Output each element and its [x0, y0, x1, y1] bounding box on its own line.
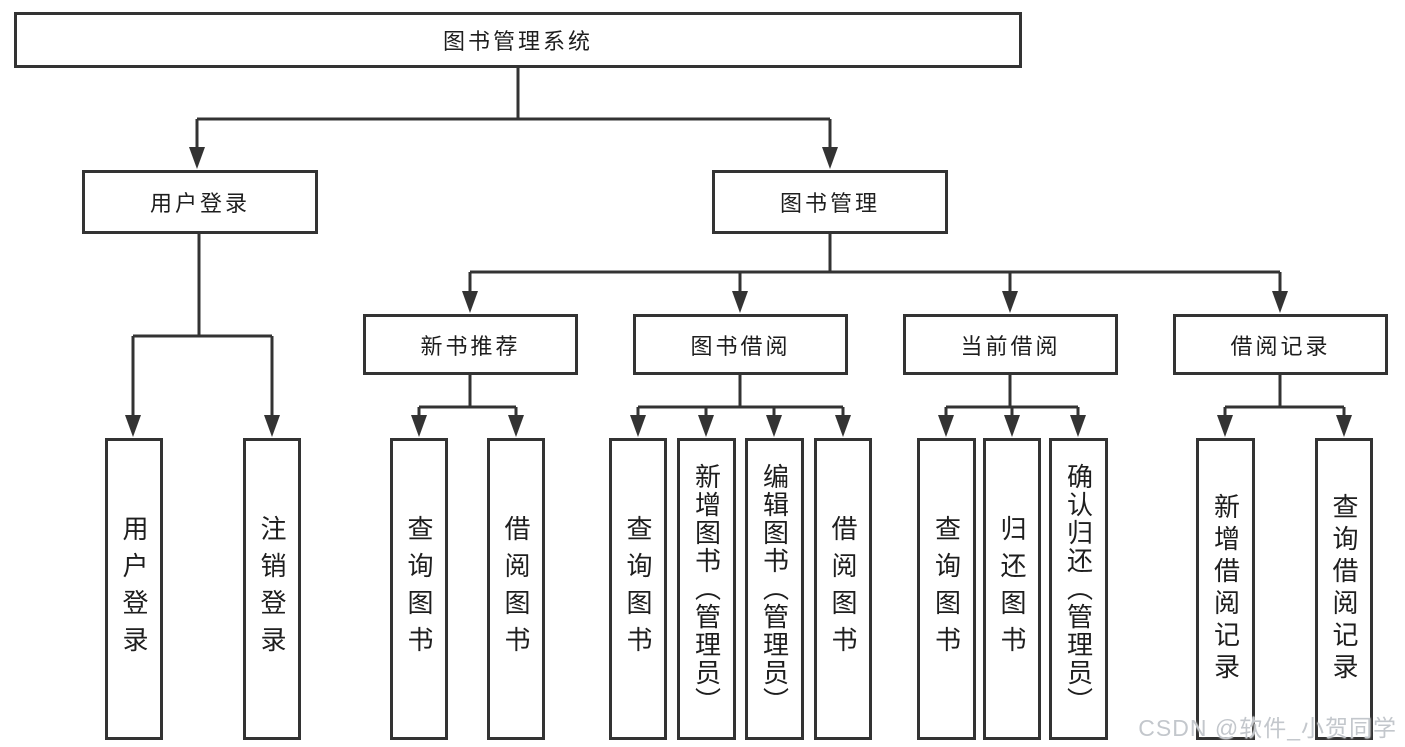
leaf-add-books-admin: 新增图书（管理员） — [677, 438, 736, 740]
leaf-query-borrow-record-label: 查询借阅记录 — [1329, 493, 1359, 685]
leaf-return-books: 归还图书 — [983, 438, 1041, 740]
leaf-confirm-return-admin-label: 确认归还（管理员） — [1063, 463, 1094, 715]
node-new-book-recommend-label: 新书推荐 — [420, 333, 521, 359]
leaf-edit-books-admin: 编辑图书（管理员） — [745, 438, 804, 740]
leaf-recommend-query-books-label: 查询图书 — [404, 515, 434, 663]
leaf-recommend-query-books: 查询图书 — [390, 438, 448, 740]
node-book-borrow: 图书借阅 — [633, 314, 848, 375]
node-book-management: 图书管理 — [712, 170, 948, 234]
leaf-add-borrow-record: 新增借阅记录 — [1196, 438, 1255, 740]
leaf-borrow-books: 借阅图书 — [814, 438, 872, 740]
leaf-borrow-books-label: 借阅图书 — [828, 515, 858, 663]
leaf-logout: 注销登录 — [243, 438, 301, 740]
leaf-logout-label: 注销登录 — [257, 515, 287, 663]
leaf-recommend-borrow-books-label: 借阅图书 — [501, 515, 531, 663]
node-root-label: 图书管理系统 — [442, 29, 593, 54]
leaf-return-books-label: 归还图书 — [997, 515, 1027, 663]
leaf-current-query-books-label: 查询图书 — [931, 515, 962, 663]
leaf-add-borrow-record-label: 新增借阅记录 — [1210, 493, 1241, 685]
node-current-borrow: 当前借阅 — [903, 314, 1118, 375]
node-current-borrow-label: 当前借阅 — [960, 333, 1061, 359]
node-book-management-label: 图书管理 — [779, 191, 880, 216]
leaf-add-books-admin-label: 新增图书（管理员） — [691, 463, 722, 715]
node-user-login: 用户登录 — [82, 170, 318, 234]
leaf-confirm-return-admin: 确认归还（管理员） — [1049, 438, 1108, 740]
node-user-login-label: 用户登录 — [149, 191, 250, 216]
leaf-borrow-query-books-label: 查询图书 — [623, 515, 653, 663]
node-book-borrow-label: 图书借阅 — [690, 333, 791, 359]
node-root: 图书管理系统 — [14, 12, 1022, 68]
leaf-recommend-borrow-books: 借阅图书 — [487, 438, 545, 740]
leaf-user-login: 用户登录 — [105, 438, 163, 740]
leaf-user-login-label: 用户登录 — [119, 515, 149, 663]
leaf-query-borrow-record: 查询借阅记录 — [1315, 438, 1373, 740]
node-borrow-record-label: 借阅记录 — [1230, 333, 1331, 359]
leaf-borrow-query-books: 查询图书 — [609, 438, 667, 740]
node-new-book-recommend: 新书推荐 — [363, 314, 578, 375]
leaf-edit-books-admin-label: 编辑图书（管理员） — [759, 463, 790, 715]
node-borrow-record: 借阅记录 — [1173, 314, 1388, 375]
leaf-current-query-books: 查询图书 — [917, 438, 976, 740]
